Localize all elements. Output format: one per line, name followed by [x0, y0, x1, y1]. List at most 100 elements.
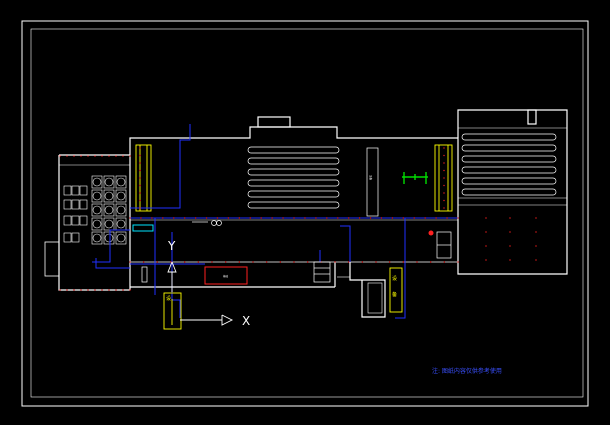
tank-circle [104, 233, 114, 243]
hall-equipment-row [247, 168, 340, 176]
red-marker [485, 259, 487, 261]
red-marker [66, 155, 68, 157]
red-marker [122, 289, 124, 291]
tank-circle [92, 233, 102, 243]
red-marker [446, 217, 448, 219]
red-marker [282, 217, 284, 219]
red-marker [139, 192, 141, 194]
svg-text:设: 设 [166, 295, 171, 302]
tank-circle [92, 191, 102, 201]
tank-circle [104, 219, 114, 229]
red-marker [205, 217, 208, 219]
red-marker [443, 199, 445, 202]
red-marker [87, 155, 89, 157]
red-marker [211, 261, 213, 263]
red-valve [428, 230, 434, 236]
red-equipment-base [204, 266, 248, 285]
tank-circle [116, 191, 126, 201]
hall-equipment-row [247, 157, 340, 165]
red-marker [101, 155, 103, 157]
red-marker [139, 169, 141, 172]
red-marker [326, 217, 328, 219]
tank-cell [91, 189, 103, 203]
tank-cell [115, 231, 127, 245]
red-marker [184, 261, 186, 263]
red-marker [266, 261, 268, 263]
red-marker [535, 245, 537, 247]
red-marker [348, 261, 350, 263]
red-marker [59, 289, 61, 291]
red-marker [435, 217, 437, 219]
tank-circle [116, 219, 126, 229]
red-marker [485, 217, 487, 219]
tank-circle [92, 205, 102, 215]
tank-cell [103, 231, 115, 245]
red-marker [143, 261, 145, 263]
red-marker [139, 207, 141, 209]
svg-text:基础: 基础 [223, 274, 229, 278]
tank-cell [91, 217, 103, 231]
red-marker [443, 261, 445, 263]
tank-cell [103, 203, 115, 217]
red-marker [375, 261, 377, 263]
red-marker [304, 217, 306, 219]
hall-equipment-rows [247, 146, 340, 209]
svg-text:设: 设 [392, 275, 397, 282]
red-marker [225, 261, 227, 263]
red-marker [129, 155, 131, 157]
tank-cell [91, 203, 103, 217]
red-marker [279, 261, 281, 263]
tank-circle [104, 177, 114, 187]
green-manifold [402, 172, 428, 184]
red-marker [509, 245, 511, 247]
red-marker [129, 261, 131, 263]
red-marker [307, 261, 309, 263]
red-marker [59, 155, 61, 157]
red-marker [443, 184, 445, 187]
red-marker [122, 155, 124, 157]
red-marker [94, 155, 96, 157]
tank-cell [103, 175, 115, 189]
red-marker [260, 217, 262, 219]
red-marker [129, 289, 131, 291]
tank-grid [91, 175, 127, 245]
red-marker [402, 261, 404, 263]
red-marker [195, 217, 197, 219]
red-marker [457, 217, 459, 219]
right-equipment-row [461, 177, 557, 185]
red-marker [315, 217, 317, 219]
red-marker [80, 155, 82, 157]
red-marker [430, 261, 432, 263]
red-marker [129, 217, 131, 219]
hall-equipment-row [247, 179, 340, 187]
red-marker [443, 177, 445, 179]
red-marker [115, 155, 117, 157]
red-marker [73, 289, 75, 291]
red-marker [509, 231, 511, 233]
red-marker [443, 192, 445, 194]
svg-text:备: 备 [392, 291, 397, 298]
red-marker [535, 217, 537, 219]
red-marker [402, 217, 404, 219]
right-equipment-row [461, 166, 557, 174]
red-marker [66, 289, 68, 291]
red-marker [457, 261, 459, 263]
tank-cell [103, 189, 115, 203]
tank-cell [91, 231, 103, 245]
yellow-column-left [135, 144, 152, 212]
outer-frame [21, 20, 589, 407]
cyan-pump [132, 224, 154, 232]
red-marker [115, 289, 117, 291]
red-marker [293, 261, 295, 263]
axis-x-label: X [242, 314, 250, 328]
tank-circle [116, 205, 126, 215]
red-marker [140, 217, 142, 219]
red-marker [485, 245, 487, 247]
svg-text:设备: 设备 [369, 175, 373, 181]
red-marker [361, 261, 363, 263]
red-marker [249, 217, 251, 219]
red-marker [391, 217, 393, 219]
red-marker [509, 259, 511, 261]
red-marker [389, 261, 391, 263]
